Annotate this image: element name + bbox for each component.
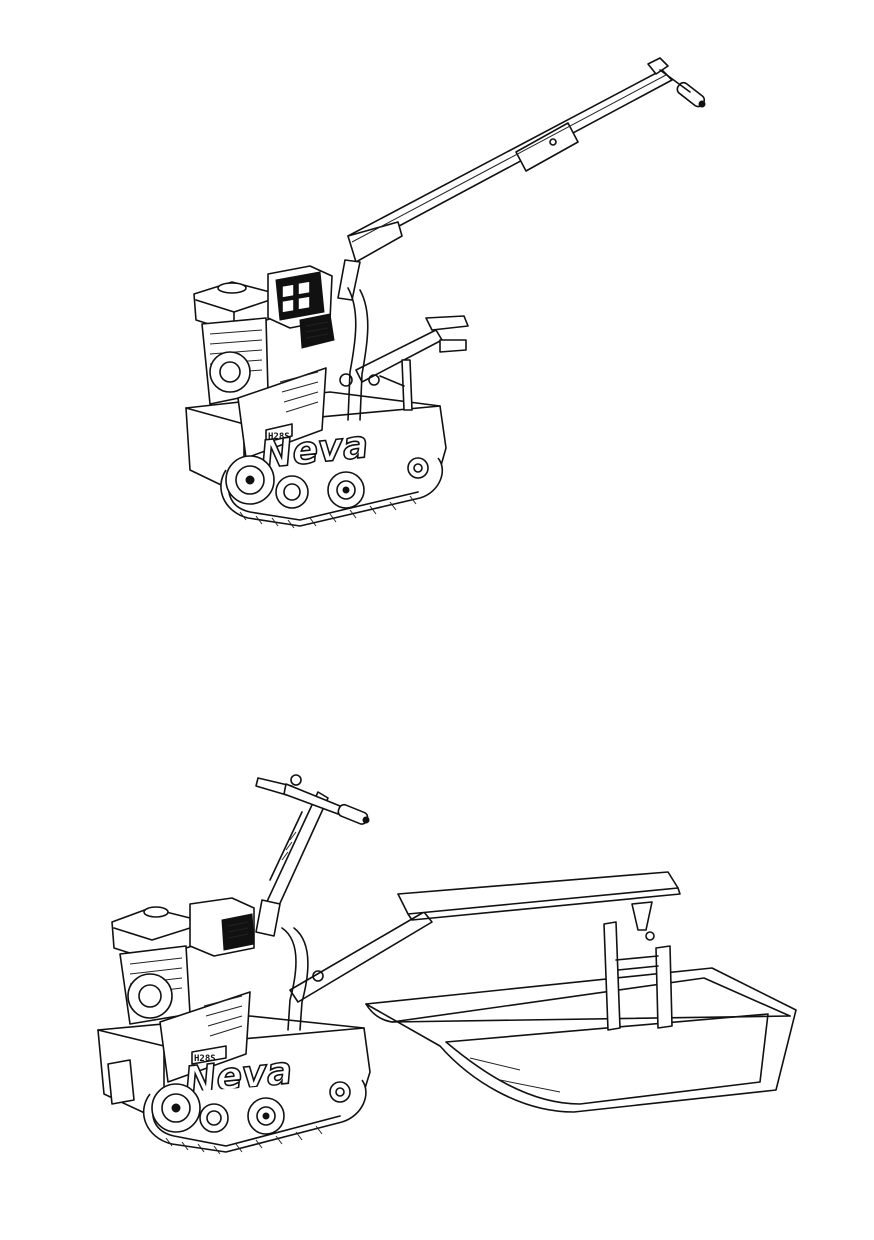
idler-wheel-icon	[407, 457, 429, 479]
figure-tow-unit-with-sled: H28S Neva	[97, 774, 797, 1155]
road-wheel-icon	[199, 1097, 285, 1135]
engine-icon	[111, 906, 193, 1025]
tow-hitch-frame	[339, 287, 469, 421]
tow-bar	[281, 911, 433, 1031]
handle-grip-icon	[647, 57, 706, 108]
model-plate: H28S	[268, 432, 290, 442]
figure-tow-unit: H28S Neva	[185, 57, 706, 529]
sled-tub	[365, 967, 797, 1113]
handle-grip-icon	[255, 774, 370, 825]
seat-bench	[397, 871, 681, 921]
drive-sprocket-icon	[225, 455, 275, 505]
road-wheel-icon	[275, 471, 365, 509]
idler-wheel-icon	[329, 1081, 351, 1103]
engine-icon	[193, 281, 273, 405]
air-filter-icon	[189, 897, 255, 957]
steering-handle	[337, 69, 673, 301]
air-filter-icon	[267, 265, 335, 349]
handlebar	[255, 791, 329, 937]
model-plate: H28S	[194, 1054, 216, 1064]
seat-post	[603, 901, 673, 1031]
drive-sprocket-icon	[151, 1083, 201, 1133]
